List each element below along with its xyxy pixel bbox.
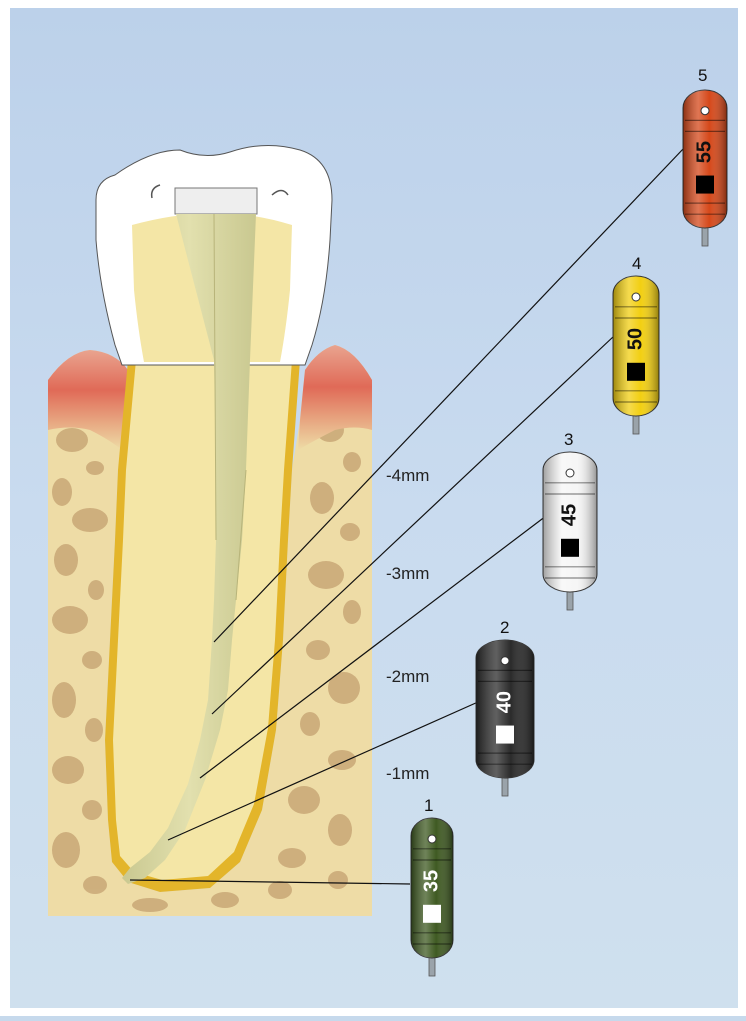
file-shaft-4 — [633, 414, 639, 434]
file-size-label-5: 55 — [693, 141, 715, 163]
depth-label-1mm: -1mm — [386, 764, 429, 784]
depth-label-4mm: -4mm — [386, 466, 429, 486]
file-size-label-3: 45 — [558, 504, 580, 526]
file-shaft-1 — [429, 956, 435, 976]
file-number-3: 3 — [564, 430, 573, 450]
file-shaft-5 — [702, 226, 708, 246]
file-number-5: 5 — [698, 66, 707, 86]
file-handle-4: 50 — [613, 276, 659, 434]
file-size-label-1: 35 — [420, 870, 442, 892]
file-number-2: 2 — [500, 618, 509, 638]
file-shaft-2 — [502, 776, 508, 796]
file-size-label-2: 40 — [493, 691, 515, 713]
file-number-4: 4 — [632, 254, 641, 274]
file-shaft-3 — [567, 590, 573, 610]
access-cavity — [175, 188, 257, 214]
file-handle-5: 55 — [683, 90, 727, 246]
file-handle-3: 45 — [543, 452, 597, 610]
depth-label-3mm: -3mm — [386, 564, 429, 584]
file-handle-2: 40 — [476, 640, 534, 796]
file-size-label-4: 50 — [624, 328, 646, 350]
depth-label-2mm: -2mm — [386, 667, 429, 687]
file-handle-1: 35 — [411, 818, 453, 976]
file-number-1: 1 — [424, 796, 433, 816]
